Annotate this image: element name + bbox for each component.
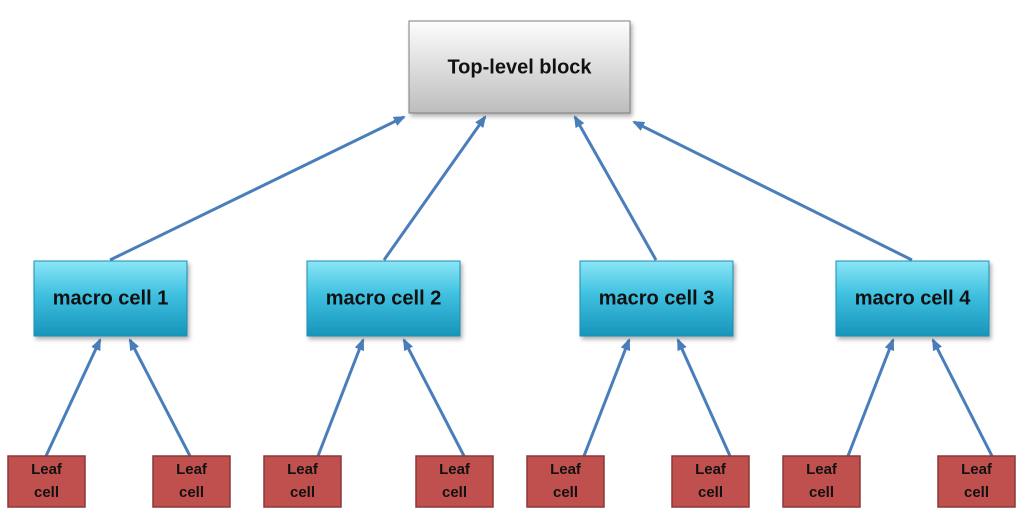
leaf-cell-6-line2: cell: [698, 484, 723, 501]
arrow-leaf-7-to-macro-4: [846, 338, 895, 457]
leaf-cell-5-line2: cell: [553, 484, 578, 501]
leaf-cell-8: Leaf cell: [937, 455, 1016, 508]
leaf-cell-6-line1: Leaf: [695, 461, 727, 478]
arrow-leaf-5-to-macro-3: [582, 338, 631, 457]
macro-cell-2: macro cell 2: [306, 260, 461, 337]
macro-cell-3-box: [579, 260, 734, 337]
macro-cell-4-box: [835, 260, 990, 337]
leaf-cell-6-box: [671, 455, 750, 508]
macro-cell-2-label: macro cell 2: [326, 287, 442, 309]
arrow-macro-2-to-top: [382, 115, 487, 261]
leaf-cell-4: Leaf cell: [415, 455, 494, 508]
arrows-leaf-to-macro: [44, 338, 994, 457]
arrow-leaf-3-to-macro-2: [316, 338, 365, 457]
arrows-macro-to-top: [109, 115, 913, 262]
leaf-cell-7-box: [782, 455, 861, 508]
leaf-cell-3-box: [263, 455, 342, 508]
leaf-cell-2-line1: Leaf: [176, 461, 208, 478]
macro-cell-3: macro cell 3: [579, 260, 734, 337]
leaf-cell-4-line2: cell: [442, 484, 467, 501]
arrow-leaf-6-to-macro-3: [676, 338, 732, 457]
leaf-cell-7-line2: cell: [809, 484, 834, 501]
arrow-leaf-2-to-macro-1: [128, 338, 192, 457]
macro-cell-4-label: macro cell 4: [855, 287, 972, 309]
leaf-cell-2-box: [152, 455, 231, 508]
leaf-cell-7: Leaf cell: [782, 455, 861, 508]
arrow-macro-4-to-top: [632, 120, 913, 262]
macro-cell-1-box: [33, 260, 188, 337]
macro-cell-2-box: [306, 260, 461, 337]
leaf-cell-3: Leaf cell: [263, 455, 342, 508]
leaf-cell-8-line1: Leaf: [961, 461, 993, 478]
arrow-macro-3-to-top: [573, 115, 658, 261]
macro-cell-4: macro cell 4: [835, 260, 990, 337]
leaf-cell-3-line2: cell: [290, 484, 315, 501]
leaf-cell-2-line2: cell: [179, 484, 204, 501]
leaf-cell-6: Leaf cell: [671, 455, 750, 508]
macro-cell-3-label: macro cell 3: [599, 287, 715, 309]
leaf-cell-1: Leaf cell: [7, 455, 86, 508]
arrow-macro-1-to-top: [109, 115, 406, 262]
leaf-cell-3-line1: Leaf: [287, 461, 319, 478]
leaf-cell-5-box: [526, 455, 605, 508]
leaf-cell-5-line1: Leaf: [550, 461, 582, 478]
leaf-cell-1-box: [7, 455, 86, 508]
top-level-block-label: Top-level block: [447, 56, 592, 78]
arrow-leaf-4-to-macro-2: [402, 338, 466, 457]
leaf-cell-2: Leaf cell: [152, 455, 231, 508]
leaf-cells: Leaf cell Leaf cell Leaf cell Leaf cell …: [7, 455, 1016, 508]
leaf-cell-4-line1: Leaf: [439, 461, 471, 478]
top-level-block-box: [408, 20, 631, 114]
leaf-cell-8-line2: cell: [964, 484, 989, 501]
macro-cells: macro cell 1 macro cell 2 macro cell 3 m…: [33, 260, 990, 337]
leaf-cell-5: Leaf cell: [526, 455, 605, 508]
leaf-cell-8-box: [937, 455, 1016, 508]
macro-cell-1: macro cell 1: [33, 260, 188, 337]
macro-cell-1-label: macro cell 1: [53, 287, 169, 309]
leaf-cell-1-line1: Leaf: [31, 461, 63, 478]
leaf-cell-4-box: [415, 455, 494, 508]
leaf-cell-1-line2: cell: [34, 484, 59, 501]
arrow-leaf-8-to-macro-4: [931, 338, 994, 457]
arrow-leaf-1-to-macro-1: [44, 338, 102, 457]
top-level-block: Top-level block: [408, 20, 631, 114]
leaf-cell-7-line1: Leaf: [806, 461, 838, 478]
